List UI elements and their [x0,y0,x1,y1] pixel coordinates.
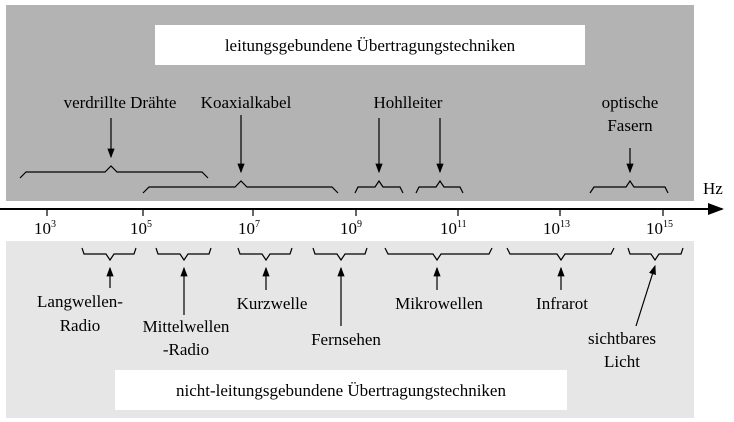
label-twisted-pair: verdrillte Drähte [64,93,177,112]
top-title-box [155,25,585,65]
brace-infrared [506,247,615,262]
label-microwave: Mikrowellen [395,294,483,313]
label-longwave-1: Langwellen- [37,292,123,311]
brace-mediumwave [155,247,212,262]
tick-label: 105 [130,219,152,238]
label-mediumwave-2: -Radio [163,340,209,359]
label-mediumwave-1: Mittelwellen [143,317,230,336]
brace-coax [142,180,339,194]
label-visible-light-1: sichtbares [588,329,656,348]
brace-tv [312,247,368,262]
bottom-title: nicht-leitungsgebundene Übertragungstech… [176,381,506,400]
tick-label: 1013 [543,219,570,238]
tick-labels: 103 105 107 109 1011 1013 1015 [34,219,673,238]
bottom-title-box [115,370,567,410]
brace-longwave [81,247,137,262]
brace-waveguide-2 [415,179,464,194]
label-tv: Fernsehen [311,330,381,349]
label-waveguide: Hohlleiter [374,93,443,112]
label-shortwave: Kurzwelle [237,294,308,313]
wireless-ranges: Langwellen- Radio Mittelwellen -Radio Ku… [37,247,684,371]
tick-label: 109 [340,219,362,238]
label-longwave-2: Radio [60,316,101,335]
brace-shortwave [237,247,293,262]
tick-label: 1015 [646,219,673,238]
brace-twisted-pair [19,165,209,179]
tick-label: 103 [34,219,56,238]
top-title: leitungsgebundene Übertragungstechniken [225,36,516,55]
label-optical-fiber-1: optische [602,93,659,112]
label-coax: Koaxialkabel [201,93,292,112]
tick-label: 107 [238,219,260,238]
wired-ranges: verdrillte Drähte Koaxialkabel Hohlleite… [19,93,669,194]
brace-optical-fiber [589,179,669,194]
label-visible-light-2: Licht [604,352,640,371]
brace-visible-light [627,247,684,262]
label-optical-fiber-2: Fasern [607,116,653,135]
axis-unit: Hz [703,179,723,198]
label-infrared: Infrarot [536,294,588,313]
axis-ticks [46,209,664,216]
brace-microwave [384,247,493,262]
arrow-visible-light [635,264,656,327]
tick-label: 1011 [440,219,467,238]
brace-waveguide-1 [354,179,404,194]
